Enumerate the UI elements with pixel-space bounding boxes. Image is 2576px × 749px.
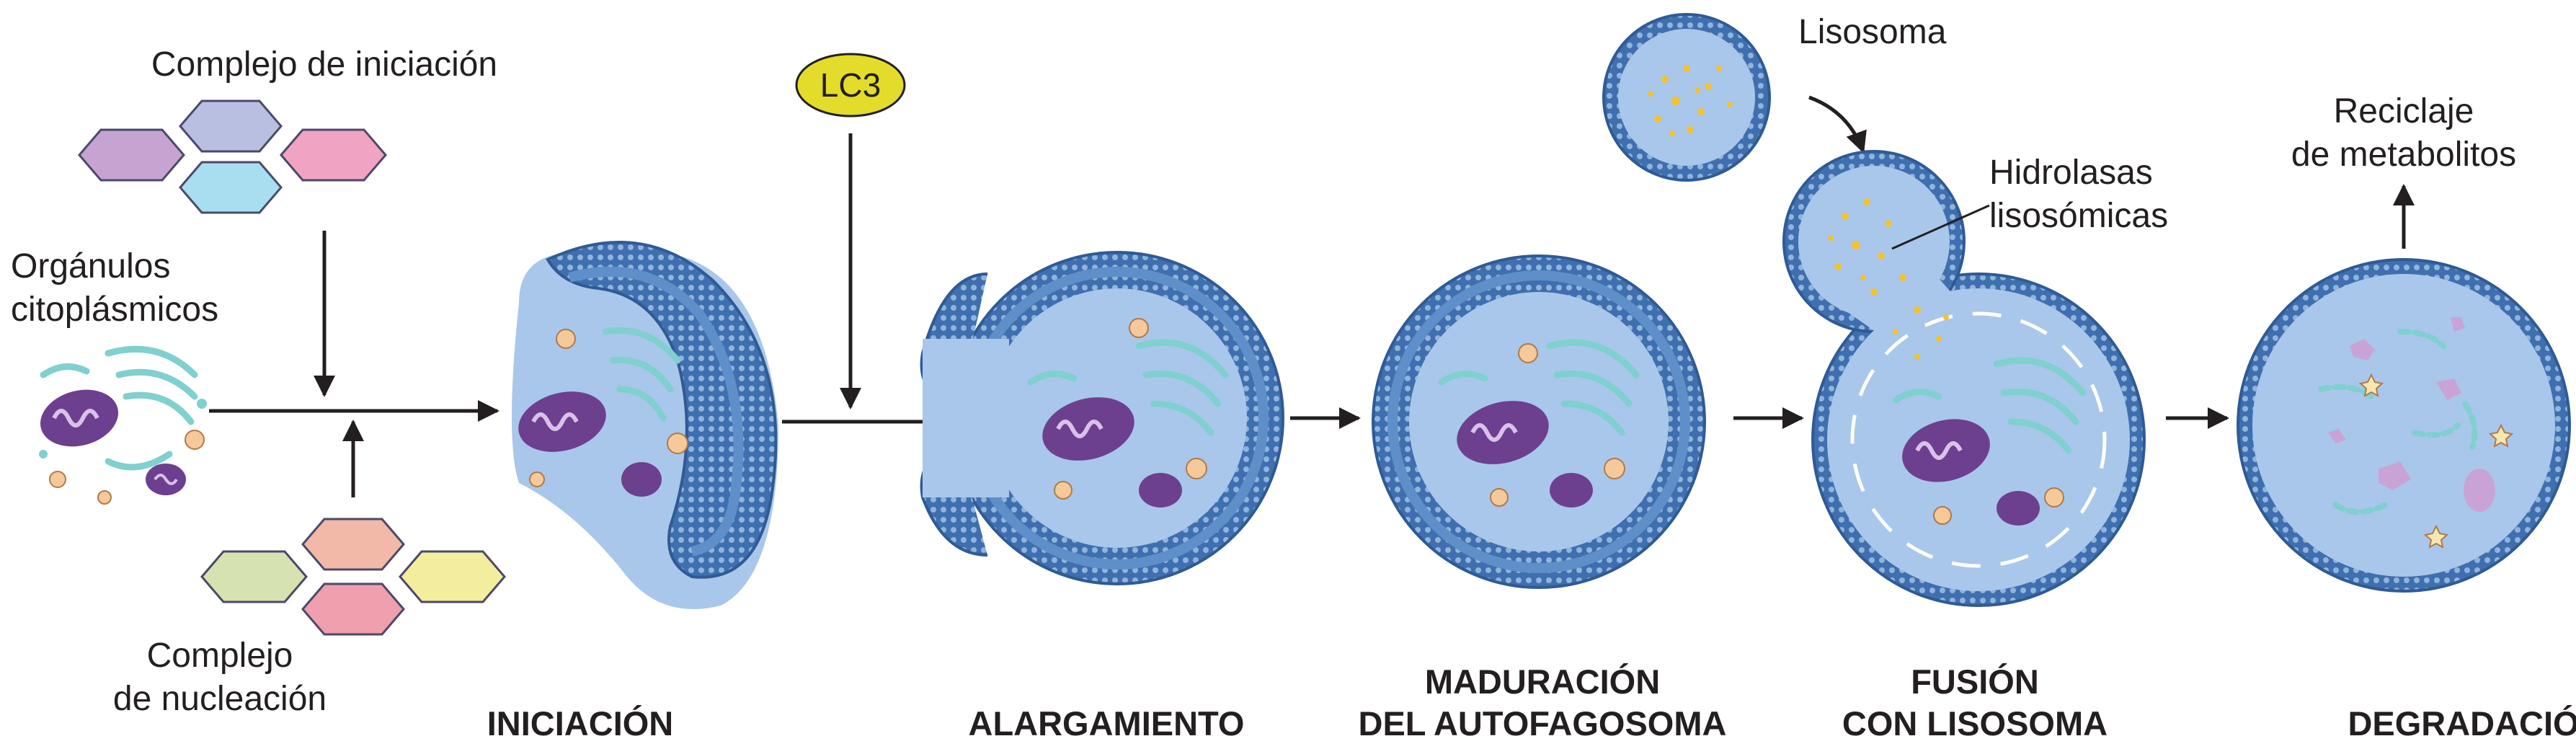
nucleation-complex [200, 518, 506, 636]
stage-fusion-label-line1: FUSIÓN [1911, 662, 2039, 701]
lc3-label: LC3 [820, 66, 881, 104]
hydrolases-pointer [1891, 204, 1990, 250]
autolysosome-fusion [1782, 150, 2146, 607]
lc3-badge [795, 53, 906, 118]
stage-maturation-label-line2: DEL AUTOFAGOSOMA [1359, 704, 1727, 743]
initiation-complex-label: Complejo de iniciación [151, 45, 497, 84]
autophagosome-elongation [920, 251, 1284, 585]
stage-fusion-label-line2: CON LISOSOMA [1842, 704, 2108, 743]
hydrolases-label-line2: lisosómicas [1989, 197, 2168, 235]
nucleation-complex-label-line1: Complejo [147, 637, 293, 675]
recycling-label-line2: de metabolitos [2291, 136, 2516, 174]
organelles-label-line1: Orgánulos [11, 247, 170, 285]
stage-maturation-label-line1: MADURACIÓN [1425, 662, 1660, 701]
autophagosome-maturation [1372, 254, 1706, 589]
cytoplasmic-organelles [39, 345, 207, 505]
recycling-label-line1: Reciclaje [2334, 92, 2474, 130]
degradation-vesicle [2237, 258, 2571, 593]
stage-degradation-label: DEGRADACIÓN [2348, 704, 2576, 743]
initiation-complex [78, 99, 387, 214]
organelles-label-line2: citoplásmicos [11, 291, 218, 329]
hydrolases-label-line1: Hidrolasas [1989, 154, 2153, 192]
nucleation-complex-label-line2: de nucleación [113, 680, 327, 718]
lysosome [1602, 13, 1771, 182]
lysosome-label: Lisosoma [1798, 13, 1947, 51]
phagophore-initiation [512, 241, 778, 609]
arrow-lysosome-fusion [1808, 95, 1867, 154]
stage-elongation-label: ALARGAMIENTO [969, 704, 1245, 743]
stage-initiation-label: INICIACIÓN [487, 704, 674, 743]
